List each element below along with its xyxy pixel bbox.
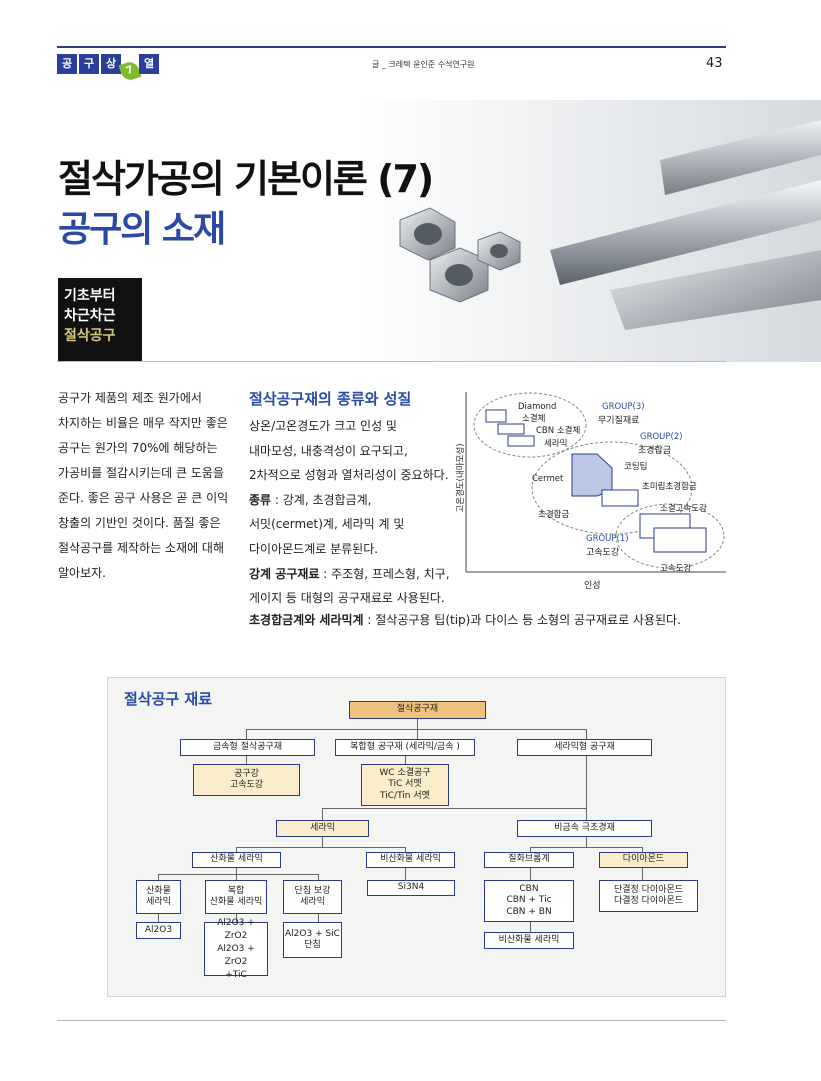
label-group2: GROUP(2) bbox=[640, 432, 683, 442]
label-group1-name: 고속도강 bbox=[586, 548, 620, 558]
node-nonmetal: 비금속 극초경재 bbox=[517, 820, 652, 837]
series-line-3: 절삭공구 bbox=[64, 328, 116, 344]
page-number: 43 bbox=[706, 56, 723, 71]
label-group1: GROUP(1) bbox=[586, 534, 629, 544]
carbide-label: 초경합금계와 세라믹계 bbox=[249, 613, 364, 627]
intro-line: 공구가 제품의 제조 원가에서 bbox=[58, 391, 202, 405]
label-group3: GROUP(3) bbox=[602, 402, 645, 412]
node-si3n4: Si3N4 bbox=[367, 880, 455, 896]
byline: 글 _ 크레텍 윤인준 수석연구원 bbox=[372, 60, 475, 69]
series-box: 기초부터 차근차근 절삭공구 bbox=[58, 278, 142, 362]
label-ceramic: 세라믹 bbox=[544, 439, 568, 449]
body-line: 종류 : 강계, 초경합금계, bbox=[249, 492, 372, 507]
page-title: 절삭가공의 기본이론 (7) bbox=[58, 157, 434, 201]
label-group3-name: 무기질재료 bbox=[598, 416, 640, 426]
x-axis-label: 인성 bbox=[584, 581, 601, 591]
kind-label: 종류 bbox=[249, 492, 272, 507]
label-sintered-hss: 소결고속도강 bbox=[660, 504, 707, 514]
header-tag-4: 열 bbox=[139, 54, 159, 74]
body-line: 내마모성, 내충격성이 요구되고, bbox=[249, 443, 408, 458]
tool-property-diagram: 고온경도(내마모성) 인성 Diamond 소결체 CBN 소결체 세라믹 GR… bbox=[452, 392, 726, 597]
section-body: 상온/고온경도가 크고 인성 및 내마모성, 내충격성이 요구되고, 2차적으로… bbox=[249, 414, 450, 611]
diagram-shapes bbox=[465, 392, 726, 573]
node-nonoxide: 비산화물 세라믹 bbox=[366, 852, 455, 868]
hero-divider bbox=[57, 361, 726, 362]
header-tag-2: 구 bbox=[79, 54, 99, 74]
page-subtitle: 공구의 소재 bbox=[58, 209, 226, 250]
hero-image bbox=[360, 100, 821, 362]
header-rule bbox=[57, 46, 726, 48]
header-tag-1: 공 bbox=[57, 54, 77, 74]
intro-line: 차지하는 비율은 매우 작지만 좋은 bbox=[58, 416, 228, 430]
node-oxide: 산화물 세라믹 bbox=[192, 852, 281, 868]
y-axis-label: 고온경도(내마모성) bbox=[456, 443, 466, 513]
node-composite: 복합형 공구재 (세라믹/금속 ) bbox=[335, 739, 475, 756]
label-hss: 고속도강 bbox=[660, 564, 692, 574]
material-tree-panel bbox=[107, 677, 726, 997]
node-nitride: 질화브롬계 bbox=[484, 852, 574, 868]
label-group2-name: 초경합금 bbox=[638, 446, 672, 456]
series-line-2: 차근차근 bbox=[64, 308, 116, 324]
intro-text: 공구가 제품의 제조 원가에서 차지하는 비율은 매우 작지만 좋은 공구는 원… bbox=[58, 386, 228, 586]
node-diamond: 다이아몬드 bbox=[599, 852, 688, 868]
label-ultrafine: 초미립초경합금 bbox=[642, 482, 697, 492]
carbide-line: 초경합금계와 세라믹계 : 절삭공구용 팁(tip)과 다이스 등 소형의 공구… bbox=[249, 613, 681, 627]
wrench-nut-illustration bbox=[399, 120, 821, 330]
footer-rule bbox=[57, 1020, 726, 1021]
body-line: 강계 공구재료 : 주조형, 프레스형, 치구, bbox=[249, 566, 450, 581]
label-coating: 코팅팁 bbox=[624, 462, 648, 472]
node-nonoxide-ceramic: 비산화물 세라믹 bbox=[484, 932, 574, 949]
header-tag-3: 상 bbox=[101, 54, 121, 74]
tree-title: 절삭공구 재료 bbox=[124, 690, 213, 708]
label-sintered: 소결체 bbox=[522, 414, 546, 424]
label-diamond: Diamond bbox=[518, 402, 557, 412]
label-carbide: 초경합금 bbox=[538, 510, 570, 520]
node-root: 절삭공구재 bbox=[349, 701, 486, 719]
intro-line: 창출의 기반인 것이다. 품질 좋은 bbox=[58, 516, 221, 530]
intro-line: 알아보자. bbox=[58, 566, 106, 580]
body-line: 다이아몬드계로 분류된다. bbox=[249, 541, 379, 556]
node-al2o3: Al2O3 bbox=[136, 922, 181, 939]
intro-line: 공구는 원가의 70%에 해당하는 bbox=[58, 441, 218, 455]
intro-line: 준다. 좋은 공구 사용은 곧 큰 이익 bbox=[58, 491, 229, 505]
node-ceramic-tool: 세라믹형 공구재 bbox=[517, 739, 652, 756]
label-cermet: Cermet bbox=[532, 474, 564, 484]
body-line: 게이지 등 대형의 공구재료로 사용된다. bbox=[249, 591, 445, 606]
body-line: 상온/고온경도가 크고 인성 및 bbox=[249, 419, 397, 433]
body-line: 2차적으로 성형과 열처리성이 중요하다. bbox=[249, 468, 449, 483]
intro-line: 가공비를 절감시키는데 큰 도움을 bbox=[58, 466, 225, 480]
steel-label: 강계 공구재료 bbox=[249, 566, 320, 581]
node-metal: 금속형 절삭공구재 bbox=[180, 739, 315, 756]
intro-line: 절삭공구를 제작하는 소재에 대해 bbox=[58, 541, 225, 555]
label-cbn: CBN 소결체 bbox=[536, 426, 581, 436]
body-line: 서밋(cermet)계, 세라믹 계 및 bbox=[249, 517, 405, 532]
node-ceramic: 세라믹 bbox=[276, 820, 369, 837]
series-line-1: 기초부터 bbox=[64, 288, 116, 304]
section-title: 절삭공구재의 종류와 성질 bbox=[249, 390, 412, 408]
